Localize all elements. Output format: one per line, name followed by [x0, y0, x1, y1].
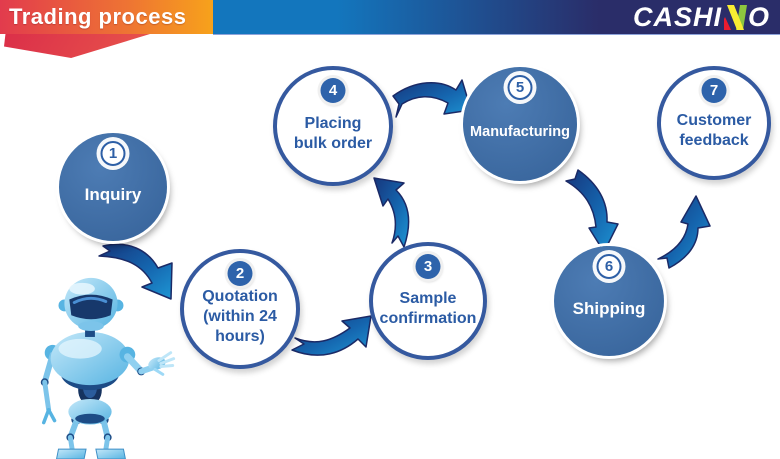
step-label: Quotation (within 24 hours) — [202, 288, 278, 345]
logo-text-left: CASHI — [632, 1, 722, 32]
logo-banner: CASHI O — [213, 0, 780, 35]
step-inquiry: 1 Inquiry — [59, 133, 167, 241]
logo-n-icon — [723, 4, 747, 30]
step-label: Shipping — [572, 299, 646, 319]
arrow-3-4 — [373, 177, 410, 248]
step-number-badge: 6 — [596, 254, 622, 279]
step-number-badge: 1 — [100, 141, 126, 166]
step-customer-feedback: 7 Customer feedback — [657, 66, 771, 180]
page-title: Trading process — [9, 4, 187, 29]
header-band: Trading process CASHI O — [0, 0, 780, 58]
step-placing-bulk-order: 4 Placing bulk order — [273, 66, 393, 186]
robot-mascot — [40, 277, 176, 459]
step-label: Manufacturing — [470, 123, 570, 140]
arrow-4-5 — [392, 79, 472, 118]
logo-text-right: O — [747, 1, 770, 32]
step-quotation: 2 Quotation (within 24 hours) — [180, 249, 300, 369]
arrow-6-7 — [657, 195, 711, 269]
arrow-5-6 — [565, 169, 619, 253]
step-manufacturing: 5 Manufacturing — [463, 67, 577, 181]
step-label: Inquiry — [84, 185, 142, 205]
step-label: Customer feedback — [676, 112, 752, 149]
step-number-badge: 4 — [320, 78, 346, 103]
step-label: Placing bulk order — [293, 115, 373, 152]
arrow-1-2 — [98, 243, 173, 300]
step-number-badge: 2 — [227, 261, 253, 286]
cashino-logo: CASHI O — [632, 1, 770, 32]
step-shipping: 6 Shipping — [554, 246, 664, 356]
step-number-badge: 3 — [415, 254, 441, 279]
title-banner: Trading process — [0, 0, 213, 34]
arrow-2-3 — [291, 315, 372, 356]
step-label: Sample confirmation — [379, 290, 477, 327]
step-number-badge: 7 — [701, 78, 727, 103]
step-sample-confirmation: 3 Sample confirmation — [369, 242, 487, 360]
step-number-badge: 5 — [507, 75, 533, 100]
banner-ribbon-tail — [4, 34, 150, 58]
